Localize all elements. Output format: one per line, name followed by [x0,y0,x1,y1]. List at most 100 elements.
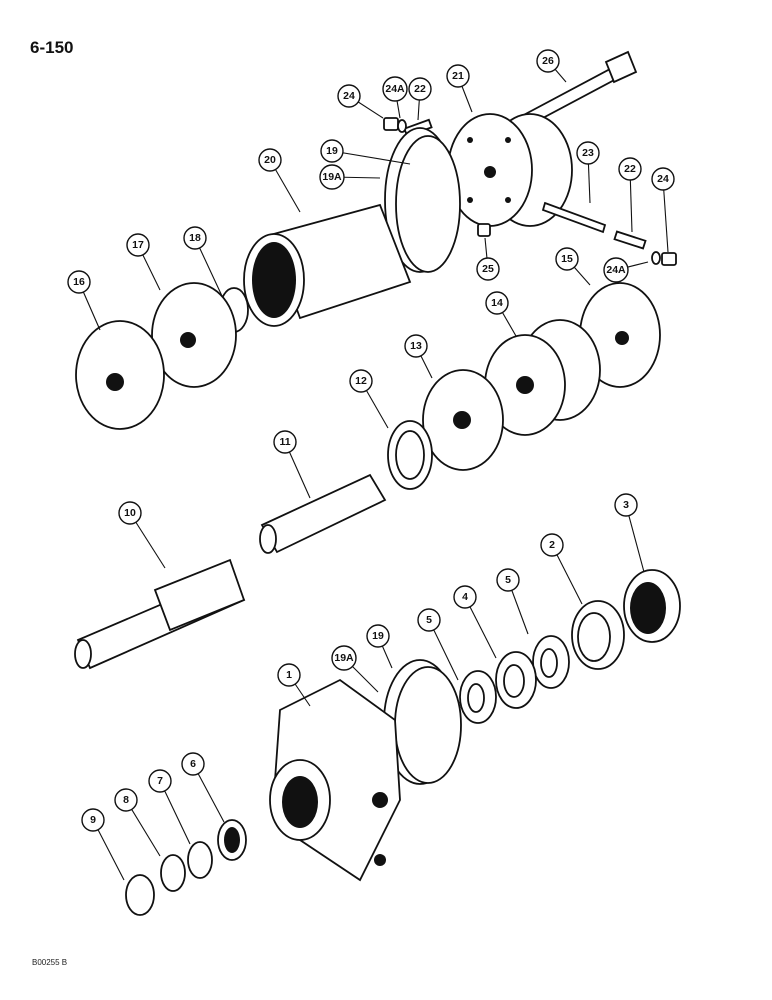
callout-label: 10 [124,507,136,519]
callout-label: 24A [606,264,626,276]
callout-label: 17 [132,239,144,251]
callout-label: 5 [426,614,432,626]
callout-c20: 20 [258,148,282,172]
part-4-thrust-bearing [495,651,537,709]
part-16-plate [75,320,165,430]
callout-label: 19 [326,145,338,157]
callout-c4: 4 [453,585,477,609]
callout-c19b: 19 [366,624,390,648]
callouts: 12345567891011121314151617181919A1919A20… [67,49,675,832]
callout-c24b: 24 [651,167,675,191]
part-19-seal-ring-upper [384,127,461,273]
callout-c2: 2 [540,533,564,557]
part-26-bolt [516,50,638,130]
callout-label: 24 [657,173,669,185]
part-5-washer-left [459,670,497,724]
callout-label: 24 [343,90,355,102]
callout-c5a: 5 [496,568,520,592]
callout-label: 2 [549,539,555,551]
callout-label: 26 [542,55,554,67]
callout-label: 6 [190,758,196,770]
callout-label: 20 [264,154,276,166]
callout-c24Aa: 24A [382,76,408,102]
callout-c25: 25 [476,257,500,281]
callout-label: 1 [286,669,292,681]
callout-c22a: 22 [408,77,432,101]
part-24A-oring-lower [651,251,661,265]
callout-label: 19A [322,171,342,183]
part-25-nut [477,223,491,237]
callout-label: 16 [73,276,85,288]
part-14-rotor [484,319,601,436]
callout-label: 11 [279,436,290,448]
callout-c8: 8 [114,788,138,812]
callout-c15: 15 [555,247,579,271]
callout-c1: 1 [277,663,301,687]
callout-label: 24A [385,83,405,95]
part-24-plug-upper [383,117,399,131]
callout-label: 7 [157,775,163,787]
part-17-plate [151,282,237,388]
callout-label: 13 [410,340,422,352]
part-7-ring [187,841,213,879]
callout-c7: 7 [148,769,172,793]
callout-label: 21 [452,70,464,82]
callout-c24a: 24 [337,84,361,108]
part-9-snap-ring [125,874,155,916]
callout-c19Ab: 19A [331,645,357,671]
callout-c3: 3 [614,493,638,517]
callout-c12: 12 [349,369,373,393]
part-22-spring-lower [613,230,647,250]
figure-code: B00255 B [32,958,68,967]
callout-c22b: 22 [618,157,642,181]
part-10-output-shaft [74,558,246,670]
callout-c19Aa: 19A [319,164,345,190]
part-12-thrust-bearing [387,420,433,490]
part-5-washer-right [532,635,570,689]
callout-label: 9 [90,814,96,826]
callout-c23: 23 [576,141,600,165]
callout-label: 23 [582,147,594,159]
callout-label: 8 [123,794,129,806]
callout-label: 15 [561,253,573,265]
callout-label: 5 [505,574,511,586]
leader-c24b [662,178,669,253]
callout-c5b: 5 [417,608,441,632]
part-6-seal [217,819,247,861]
callout-c21: 21 [446,64,470,88]
callout-label: 25 [482,263,494,275]
callout-c14: 14 [485,291,509,315]
part-23-valve-stem [541,201,607,234]
callout-label: 12 [355,375,367,387]
callout-c19a: 19 [320,139,344,163]
callout-c24Ab: 24A [603,257,629,283]
callout-c16: 16 [67,270,91,294]
callout-c17: 17 [126,233,150,257]
part-20-housing-sleeve [243,203,412,327]
callout-label: 18 [189,232,201,244]
callout-label: 4 [462,591,468,603]
callout-c11: 11 [273,430,297,454]
part-1-body-housing [269,678,401,882]
part-24-plug-lower [661,252,677,266]
part-11-drive-shaft [259,473,387,554]
callout-label: 22 [414,83,426,95]
part-8-ring [160,854,186,892]
callout-c9: 9 [81,808,105,832]
leader-c19a [331,150,411,165]
part-2-needle-bearing [571,600,625,670]
callout-c26: 26 [536,49,560,73]
callout-label: 19 [372,630,384,642]
callout-label: 14 [491,297,503,309]
callout-label: 3 [623,499,629,511]
callout-label: 19A [334,652,354,664]
part-13-plate [422,369,504,471]
page-number: 6-150 [30,38,74,57]
callout-label: 22 [624,163,636,175]
callout-c10: 10 [118,501,142,525]
part-3-bearing-cup [623,569,681,643]
callout-c13: 13 [404,334,428,358]
callout-c18: 18 [183,226,207,250]
part-24A-oring-upper [397,119,407,133]
